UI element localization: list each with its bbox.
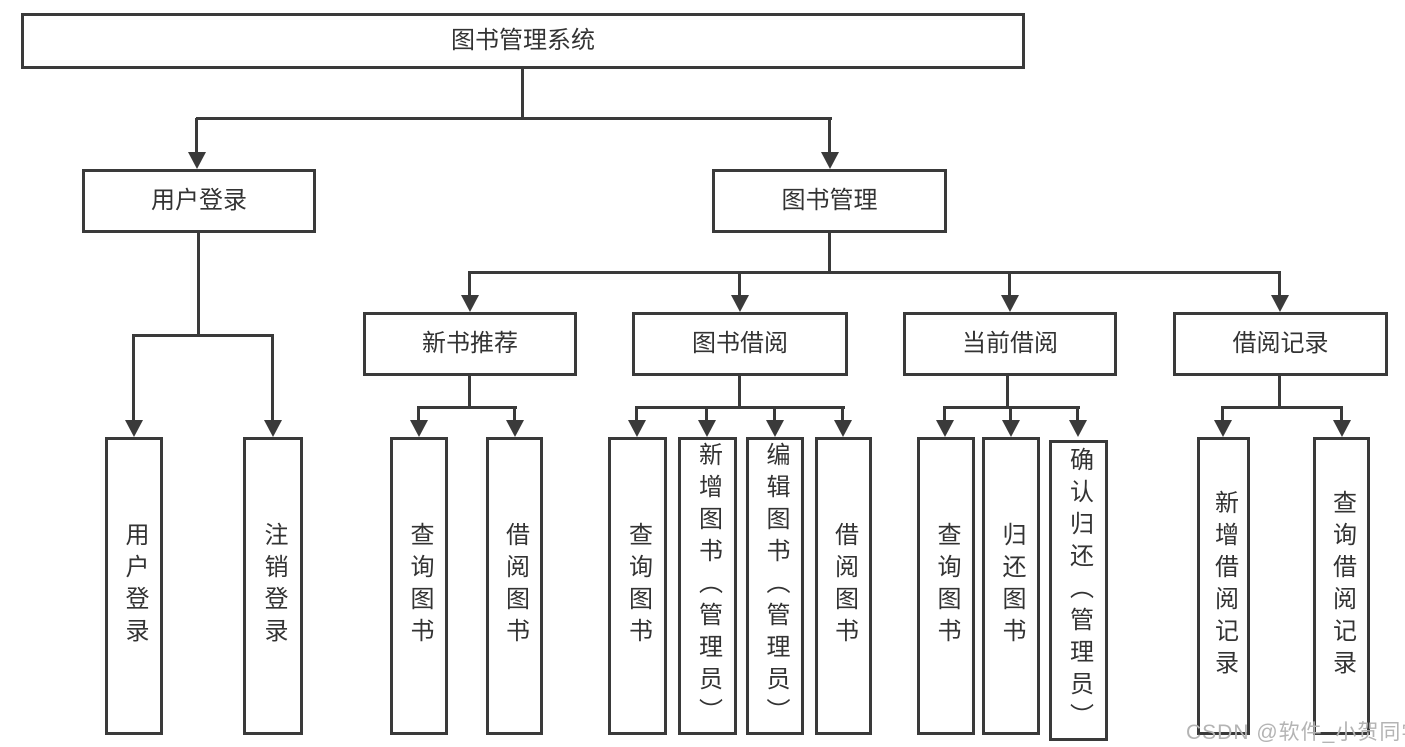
connector-line — [1278, 272, 1281, 295]
connector-line — [195, 118, 198, 152]
connector-line — [417, 407, 420, 420]
node-book-borrow-label: 图书借阅 — [692, 330, 788, 357]
arrow-down-icon — [125, 420, 143, 437]
connector-line — [738, 376, 741, 407]
connector-line — [635, 406, 845, 409]
leaf-logout: 注销登录 — [243, 437, 303, 735]
node-book-management: 图书管理 — [712, 169, 947, 233]
connector-line — [132, 335, 135, 420]
leaf-query-borrow-record: 查询借阅记录 — [1313, 437, 1370, 735]
leaf-query-book-2-label: 查询图书 — [624, 522, 652, 650]
node-book-management-label: 图书管理 — [781, 187, 878, 214]
connector-line — [1278, 376, 1281, 407]
arrow-down-icon — [731, 295, 749, 312]
node-current-borrow-label: 当前借阅 — [962, 330, 1058, 357]
connector-line — [1009, 407, 1012, 420]
arrow-down-icon — [821, 152, 839, 169]
leaf-user-login-label: 用户登录 — [121, 522, 148, 650]
leaf-edit-book-admin-label: 编辑图书（管理员） — [762, 442, 789, 730]
arrow-down-icon — [766, 420, 784, 437]
leaf-query-book-3: 查询图书 — [917, 437, 975, 735]
connector-line — [635, 407, 638, 420]
node-user-login-label: 用户登录 — [151, 187, 247, 214]
arrow-down-icon — [264, 420, 282, 437]
arrow-down-icon — [936, 420, 954, 437]
connector-line — [468, 271, 1281, 274]
leaf-borrow-book-2-label: 借阅图书 — [830, 522, 858, 650]
leaf-confirm-return-admin: 确认归还（管理员） — [1049, 440, 1108, 741]
node-new-book-recommend: 新书推荐 — [363, 312, 577, 376]
connector-line — [1221, 406, 1343, 409]
connector-line — [828, 118, 831, 152]
connector-line — [271, 335, 274, 420]
leaf-add-book-admin: 新增图书（管理员） — [678, 437, 737, 735]
arrow-down-icon — [1069, 420, 1087, 437]
connector-line — [417, 406, 517, 409]
leaf-return-book-label: 归还图书 — [998, 522, 1025, 650]
connector-line — [738, 272, 741, 295]
arrow-down-icon — [834, 420, 852, 437]
connector-line — [468, 272, 471, 295]
node-library-system: 图书管理系统 — [21, 13, 1025, 69]
leaf-return-book: 归还图书 — [982, 437, 1040, 735]
node-book-borrow: 图书借阅 — [632, 312, 848, 376]
node-borrow-records-label: 借阅记录 — [1232, 330, 1329, 357]
connector-line — [513, 407, 516, 420]
arrow-down-icon — [506, 420, 524, 437]
arrow-down-icon — [188, 152, 206, 169]
connector-line — [132, 334, 274, 337]
connector-line — [468, 376, 471, 407]
leaf-borrow-book-1: 借阅图书 — [486, 437, 543, 735]
node-library-system-label: 图书管理系统 — [451, 27, 595, 54]
watermark: CSDN @软件_小贺同学 — [1186, 721, 1405, 744]
connector-line — [773, 407, 776, 420]
connector-line — [705, 407, 708, 420]
connector-line — [828, 233, 831, 272]
arrow-down-icon — [1002, 420, 1020, 437]
connector-line — [1340, 407, 1343, 420]
leaf-add-book-admin-label: 新增图书（管理员） — [694, 442, 722, 730]
leaf-borrow-book-1-label: 借阅图书 — [501, 522, 529, 650]
leaf-logout-label: 注销登录 — [260, 522, 287, 650]
leaf-query-book-2: 查询图书 — [608, 437, 667, 735]
connector-line — [1221, 407, 1224, 420]
connector-line — [197, 233, 200, 335]
arrow-down-icon — [1214, 420, 1232, 437]
leaf-borrow-book-2: 借阅图书 — [815, 437, 872, 735]
leaf-query-book-1: 查询图书 — [390, 437, 448, 735]
arrow-down-icon — [410, 420, 428, 437]
leaf-add-borrow-record-label: 新增借阅记录 — [1210, 490, 1238, 682]
arrow-down-icon — [628, 420, 646, 437]
arrow-down-icon — [1001, 295, 1019, 312]
leaf-query-book-1-label: 查询图书 — [406, 522, 433, 650]
arrow-down-icon — [461, 295, 479, 312]
arrow-down-icon — [1333, 420, 1351, 437]
connector-line — [943, 407, 946, 420]
connector-line — [1076, 407, 1079, 420]
arrow-down-icon — [1271, 295, 1289, 312]
node-borrow-records: 借阅记录 — [1173, 312, 1388, 376]
connector-line — [196, 117, 832, 120]
leaf-query-book-3-label: 查询图书 — [933, 522, 960, 650]
node-user-login: 用户登录 — [82, 169, 316, 233]
connector-line — [521, 68, 524, 118]
leaf-confirm-return-admin-label: 确认归还（管理员） — [1065, 446, 1093, 735]
node-current-borrow: 当前借阅 — [903, 312, 1117, 376]
leaf-add-borrow-record: 新增借阅记录 — [1197, 437, 1250, 735]
leaf-query-borrow-record-label: 查询借阅记录 — [1328, 490, 1356, 682]
connector-line — [841, 407, 844, 420]
connector-line — [1006, 376, 1009, 407]
connector-line — [1008, 272, 1011, 295]
arrow-down-icon — [698, 420, 716, 437]
node-new-book-recommend-label: 新书推荐 — [422, 330, 518, 357]
leaf-edit-book-admin: 编辑图书（管理员） — [746, 437, 804, 735]
leaf-user-login: 用户登录 — [105, 437, 163, 735]
